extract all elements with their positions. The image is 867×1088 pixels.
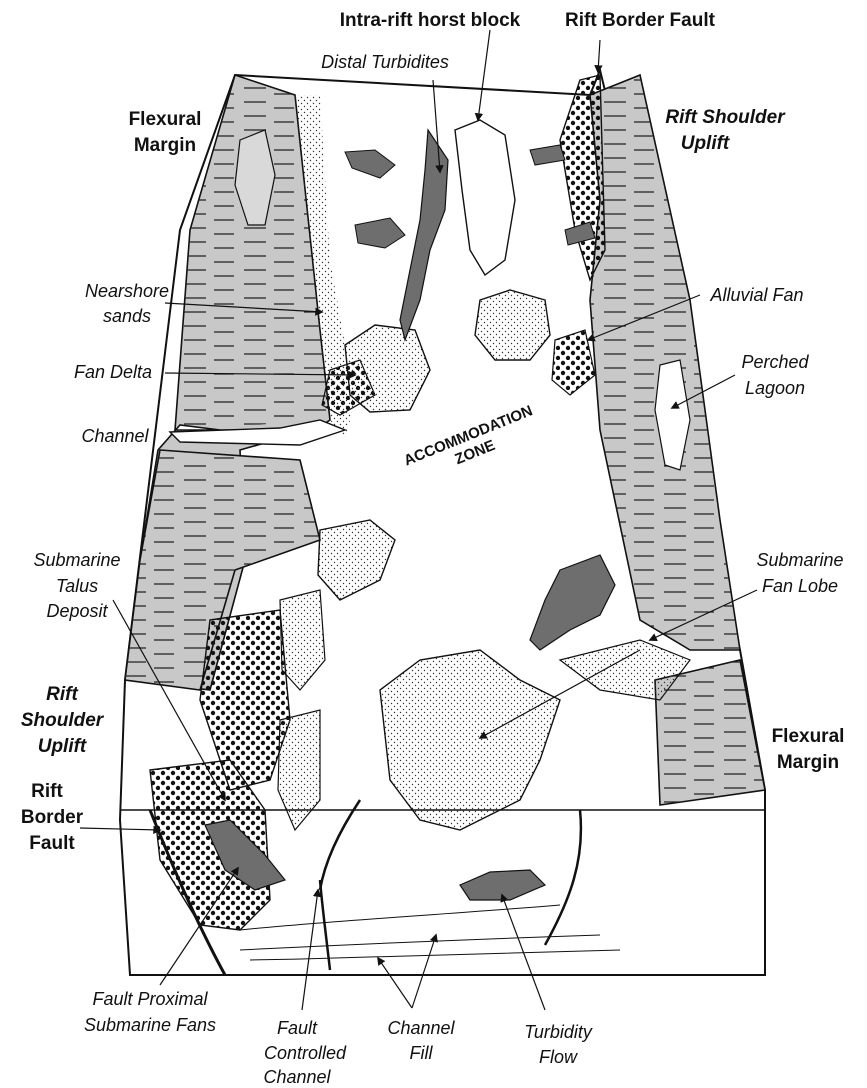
- label-submarine-talus-3: Deposit: [46, 601, 108, 621]
- label-turbidity-flow-1: Turbidity: [524, 1022, 593, 1042]
- label-flexural-margin-left-1: Flexural: [129, 109, 202, 130]
- label-distal-turbidites: Distal Turbidites: [321, 52, 449, 72]
- alluvial-fan-lobe: [475, 290, 550, 360]
- label-perched-lagoon-2: Lagoon: [745, 378, 805, 398]
- label-rift-border-fault-left-2: Border: [21, 807, 84, 828]
- label-rift-shoulder-uplift-right-1: Rift Shoulder: [665, 107, 786, 128]
- label-rift-border-fault-left-1: Rift: [31, 781, 63, 802]
- label-fault-proximal-1: Fault Proximal: [92, 989, 208, 1009]
- label-nearshore-sands-1: Nearshore: [85, 281, 169, 301]
- label-rift-border-fault-left-3: Fault: [29, 833, 75, 854]
- label-flexural-margin-right-2: Margin: [777, 752, 839, 773]
- label-rift-shoulder-uplift-left-3: Uplift: [38, 736, 87, 757]
- label-submarine-fan-lobe-1: Submarine: [756, 550, 843, 570]
- label-fault-proximal-2: Submarine Fans: [84, 1015, 216, 1035]
- label-fault-controlled-2: Controlled: [264, 1043, 347, 1063]
- label-channel: Channel: [81, 426, 149, 446]
- label-rift-shoulder-uplift-right-2: Uplift: [681, 133, 730, 154]
- label-channel-fill-2: Fill: [410, 1043, 434, 1063]
- label-intra-rift-horst-block: Intra-rift horst block: [340, 10, 521, 31]
- label-channel-fill-1: Channel: [387, 1018, 455, 1038]
- label-fault-controlled-3: Channel: [263, 1067, 331, 1087]
- label-perched-lagoon-1: Perched: [741, 352, 809, 372]
- label-fan-delta: Fan Delta: [74, 362, 152, 382]
- label-alluvial-fan: Alluvial Fan: [709, 285, 803, 305]
- label-submarine-talus-2: Talus: [56, 576, 98, 596]
- label-turbidity-flow-2: Flow: [539, 1047, 578, 1067]
- label-submarine-fan-lobe-2: Fan Lobe: [762, 576, 838, 596]
- label-submarine-talus-1: Submarine: [33, 550, 120, 570]
- label-rift-border-fault-top: Rift Border Fault: [565, 10, 716, 31]
- label-nearshore-sands-2: sands: [103, 306, 151, 326]
- label-flexural-margin-left-2: Margin: [134, 135, 196, 156]
- label-fault-controlled-1: Fault: [277, 1018, 318, 1038]
- label-rift-shoulder-uplift-left-1: Rift: [46, 684, 78, 705]
- label-flexural-margin-right-1: Flexural: [772, 726, 845, 747]
- label-rift-shoulder-uplift-left-2: Shoulder: [21, 710, 105, 731]
